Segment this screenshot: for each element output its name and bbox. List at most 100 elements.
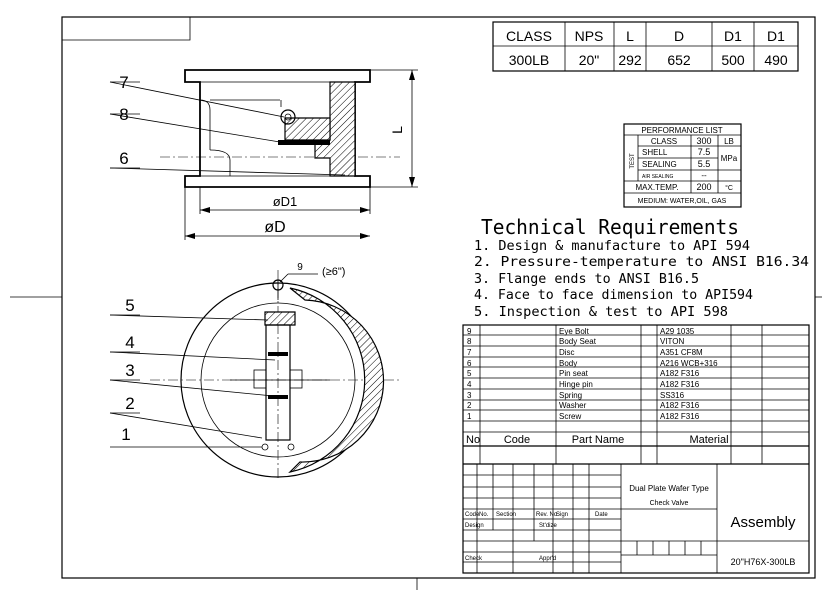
part-no: 2 [467,401,472,410]
hinge-pin-circle [280,109,296,125]
spec-header-d: D [674,28,684,44]
label-date: Date [595,512,608,518]
part-no: 5 [467,369,472,378]
callout-8: 8 [119,105,128,124]
parts-header-code: Code [504,434,530,446]
disc-section [284,117,331,141]
performance-max-temp-unit: °C [725,184,733,192]
top-left-zone [62,17,191,41]
requirement-item-1: 1. Design & manufacture to API 594 [474,239,750,254]
spec-header-d1-second: D1 [767,28,785,44]
spec-header-l: L [626,28,634,44]
part-no: 4 [467,380,472,389]
spec-header-class: CLASS [506,28,552,44]
label-design: Design [465,523,484,529]
valve-front-view: 9 (≥6") 5 4 3 2 1 [109,262,400,480]
requirement-item-3: 3. Flange ends to ANSI B16.5 [474,272,699,287]
requirement-item-4: 4. Face to face dimension to API594 [474,288,753,303]
spec-value-class: 300LB [509,52,549,68]
part-no: 7 [467,348,472,357]
part-name: Hinge pin [559,380,593,389]
part-name: Disc [559,348,575,357]
part-no: 8 [467,337,472,346]
parts-rows: 9 Eye Bolt A29 1035 8 Body Seat VITON 7 … [467,327,718,421]
label-no: No. [479,512,489,518]
part-material: SS316 [660,391,685,400]
label-sign: Sign [556,512,568,518]
spec-header-d1: D1 [724,28,742,44]
body-ring-hatch [288,287,385,474]
requirement-item-5: 5. Inspection & test to API 598 [474,305,728,320]
callout-3: 3 [125,361,134,380]
title-block: Dual Plate Wafer Type Check Valve Assemb… [463,464,809,573]
spec-header-nps: NPS [575,28,604,44]
part-material: A182 F316 [660,369,700,378]
technical-requirements: Technical Requirements 1. Design & manuf… [474,215,809,320]
part-material: A182 F316 [660,412,700,421]
spec-value-l: 292 [618,52,642,68]
parts-header-material: Material [689,434,728,446]
label-rev-no: Rev. No. [536,512,559,518]
drawing-subtitle: Check Valve [650,500,689,507]
performance-shell-value: 7.5 [698,147,711,157]
part-no: 9 [467,327,472,336]
parts-header-no: No [466,434,480,446]
part-no: 1 [467,412,472,421]
parts-list: 9 Eye Bolt A29 1035 8 Body Seat VITON 7 … [462,324,810,574]
inner-circle [200,302,356,458]
assembly-label: Assembly [730,514,796,531]
performance-list: PERFORMANCE LIST CLASS 300 LB TEST SHELL… [623,123,742,208]
part-material: VITON [660,337,685,346]
part-no: 6 [467,359,472,368]
spec-table: CLASS NPS L D D1 D1 300LB 20" 292 652 50… [492,21,799,72]
drawing-title: Dual Plate Wafer Type [629,484,709,493]
callout-5: 5 [125,296,134,315]
callout-2: 2 [125,394,134,413]
performance-max-temp-value: 200 [696,182,711,192]
performance-air-sealing-value: -- [701,171,707,180]
dimension-d-label: øD [264,219,285,236]
part-name: Body Seat [559,337,597,346]
spec-value-d: 652 [667,52,691,68]
performance-sealing-value: 5.5 [698,159,711,169]
part-no: 3 [467,391,472,400]
callout-9: 9 [297,262,303,273]
drawing-number: 20"H76X-300LB [731,557,796,567]
part-material: A29 1035 [660,327,695,336]
sheet-frame [10,16,822,590]
performance-air-sealing-label: AIR SEALING [642,174,674,180]
label-apprd: Appr'd [539,556,556,562]
dimension-d1-label: øD1 [273,194,298,209]
eyebolt-size-note: (≥6") [322,266,345,278]
valve-side-section-view: 7 8 6 L øD1 øD [109,69,418,240]
callout-6: 6 [119,149,128,168]
requirement-item-2: 2. Pressure-temperature to ANSI B16.34 [474,255,809,270]
drawing-border [61,16,816,579]
spec-value-d1-second: 490 [764,52,788,68]
label-section: Section [496,512,516,518]
performance-class-value: 300 [696,136,711,146]
performance-test-label: TEST [630,153,636,169]
spec-value-d1: 500 [721,52,745,68]
label-check: Check [465,556,483,562]
performance-medium: MEDIUM: WATER,OIL, GAS [638,198,727,205]
label-stdize: St'dize [539,523,557,529]
part-name: Pin seat [559,369,589,378]
body-seat-mark [278,140,330,145]
part-material: A182 F316 [660,401,700,410]
part-name: Body [559,359,577,368]
parts-header-part-name: Part Name [572,434,625,446]
part-material: A351 CF8M [660,348,703,357]
performance-class-label: CLASS [651,137,677,146]
performance-sealing-label: SEALING [642,160,677,169]
requirements-title: Technical Requirements [481,215,739,239]
part-material: A182 F316 [660,380,700,389]
part-material: A216 WCB+316 [660,359,718,368]
label-code: Code [465,512,480,518]
part-name: Eye Bolt [559,327,590,336]
callout-4: 4 [125,333,134,352]
pin-seat-top [264,311,296,326]
dimension-l-label: L [389,126,405,134]
performance-pressure-unit: MPa [721,154,738,163]
